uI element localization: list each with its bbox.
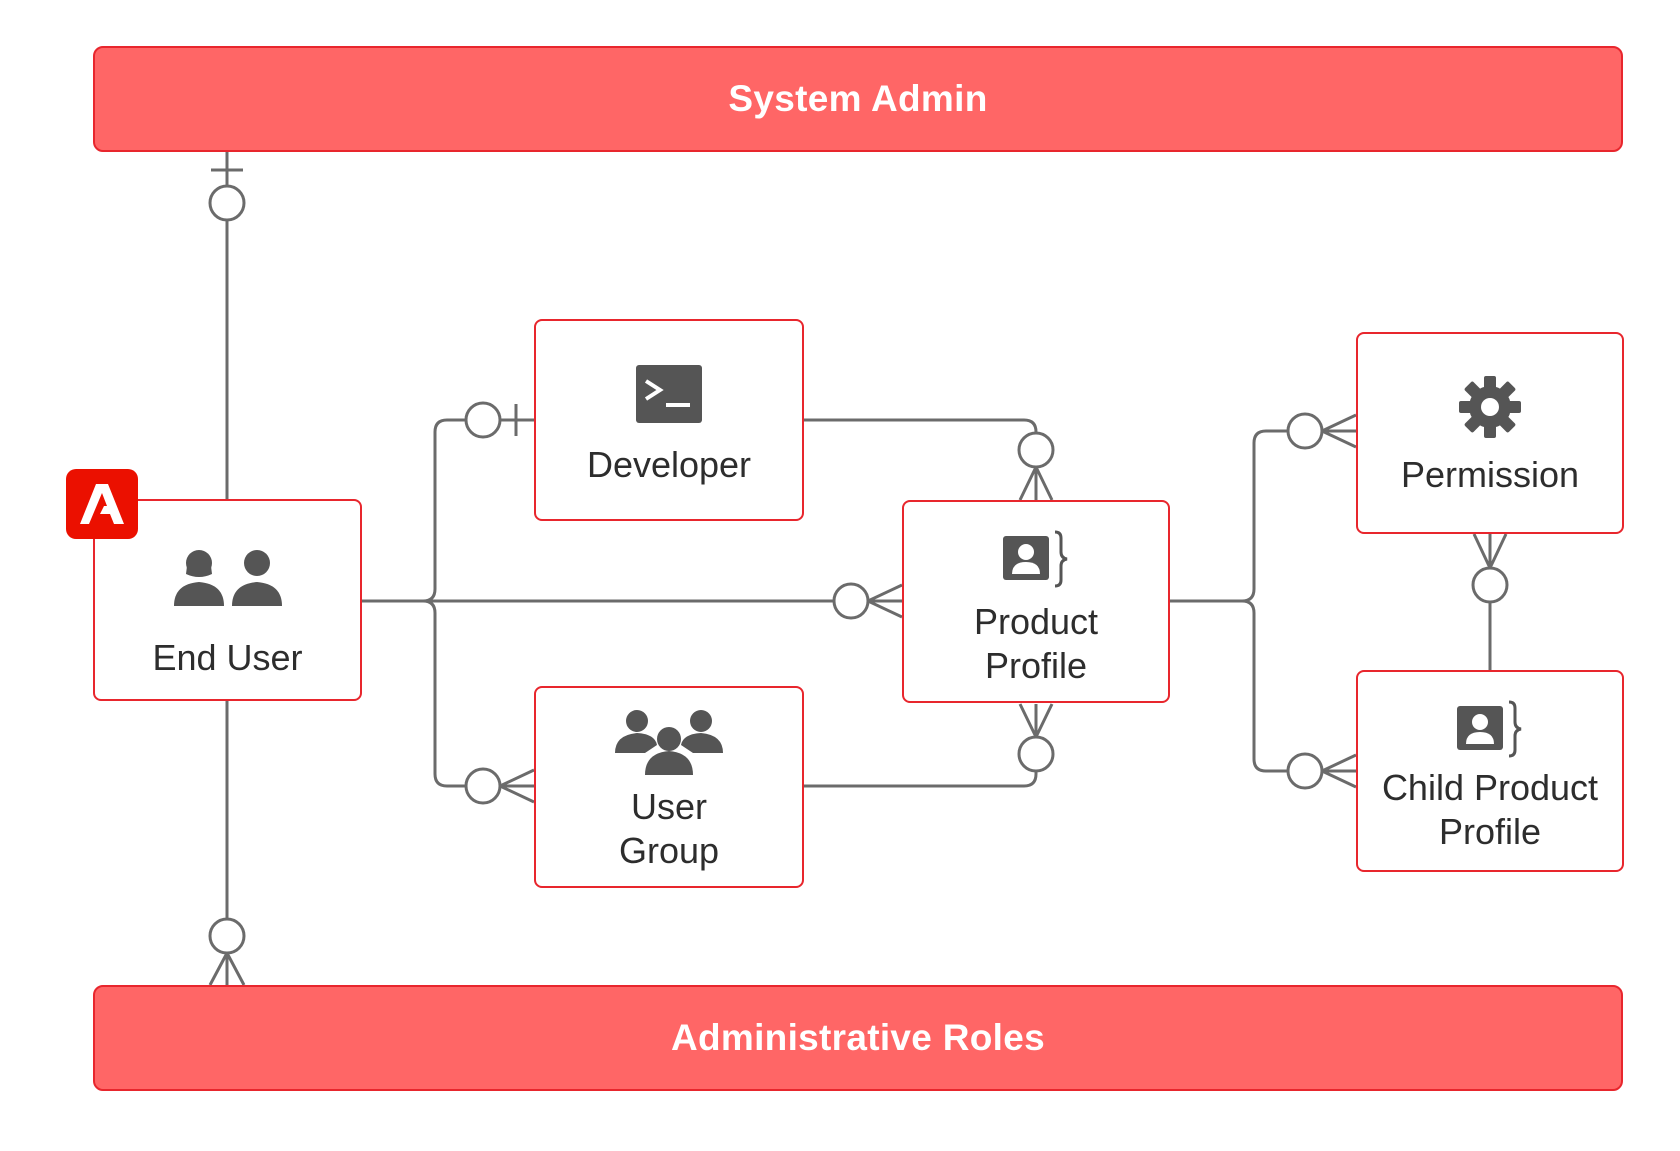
two-users-icon (173, 550, 282, 606)
product-profile-label-line1: Product (973, 600, 1099, 642)
child-product-profile-label-line2: Profile (1438, 811, 1542, 852)
link-permission-child-profile (1471, 533, 1509, 670)
permission-node: Permission (1356, 332, 1624, 534)
link-end-user-admin-roles (208, 700, 246, 986)
administrative-roles-bar: Administrative Roles (93, 985, 1623, 1091)
terminal-icon (636, 365, 702, 423)
developer-node: Developer (534, 319, 804, 521)
child-product-profile-node: Child Product Profile (1356, 670, 1624, 872)
profile-card-icon (1457, 700, 1522, 758)
gear-icon (1459, 376, 1521, 438)
developer-label: Developer (586, 444, 752, 485)
product-profile-node: Product Profile (902, 500, 1170, 703)
administrative-roles-label: Administrative Roles (670, 1017, 1046, 1058)
permission-label: Permission (1400, 454, 1580, 495)
profile-card-icon (1003, 530, 1068, 587)
link-user-group-end (464, 767, 535, 805)
child-product-profile-label-line1: Child Product (1381, 767, 1599, 808)
user-group-label-line1: User (630, 786, 707, 827)
user-group-node: User Group (534, 686, 804, 888)
user-group-icon (615, 710, 723, 775)
link-product-profile-end-user-end (832, 582, 903, 620)
link-end-user-trunk (362, 418, 902, 788)
end-user-node: End User (93, 499, 362, 701)
link-system-admin-end-user (208, 152, 246, 500)
link-developer-end (464, 401, 518, 439)
link-developer-product-profile (804, 418, 1055, 501)
end-user-label: End User (152, 637, 303, 678)
product-profile-label-line2: Profile (984, 644, 1088, 686)
link-user-group-product-profile (804, 703, 1055, 788)
adobe-logo-badge (66, 469, 138, 539)
user-group-label-line2: Group (618, 830, 720, 871)
system-admin-label: System Admin (728, 78, 988, 119)
system-admin-bar: System Admin (93, 46, 1623, 152)
adobe-logo-icon (80, 484, 124, 524)
link-product-profile-trunk (1170, 412, 1357, 790)
